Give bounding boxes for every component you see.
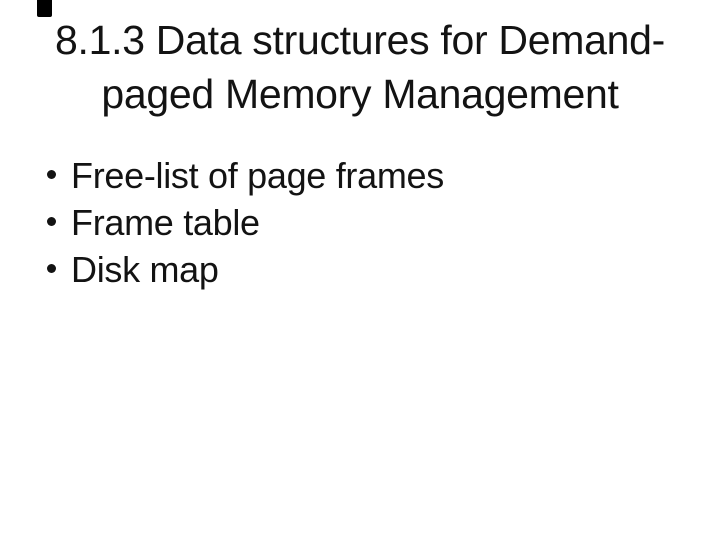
slide-title-line-1: 8.1.3 Data structures for Demand- [55, 17, 665, 63]
bullet-icon [47, 264, 56, 273]
bullet-text-free-list: Free-list of page frames [71, 155, 444, 196]
bullet-icon [47, 170, 56, 179]
list-item: Frame table [0, 199, 720, 246]
bullet-list: Free-list of page frames Frame table Dis… [0, 152, 720, 293]
list-item: Free-list of page frames [0, 152, 720, 199]
bullet-icon [47, 217, 56, 226]
slide-title-line-2: paged Memory Management [101, 71, 619, 117]
corner-mark [37, 0, 52, 17]
slide-title: 8.1.3 Data structures for Demand- paged … [0, 13, 720, 121]
bullet-text-frame-table: Frame table [71, 202, 260, 243]
bullet-text-disk-map: Disk map [71, 249, 219, 290]
list-item: Disk map [0, 246, 720, 293]
